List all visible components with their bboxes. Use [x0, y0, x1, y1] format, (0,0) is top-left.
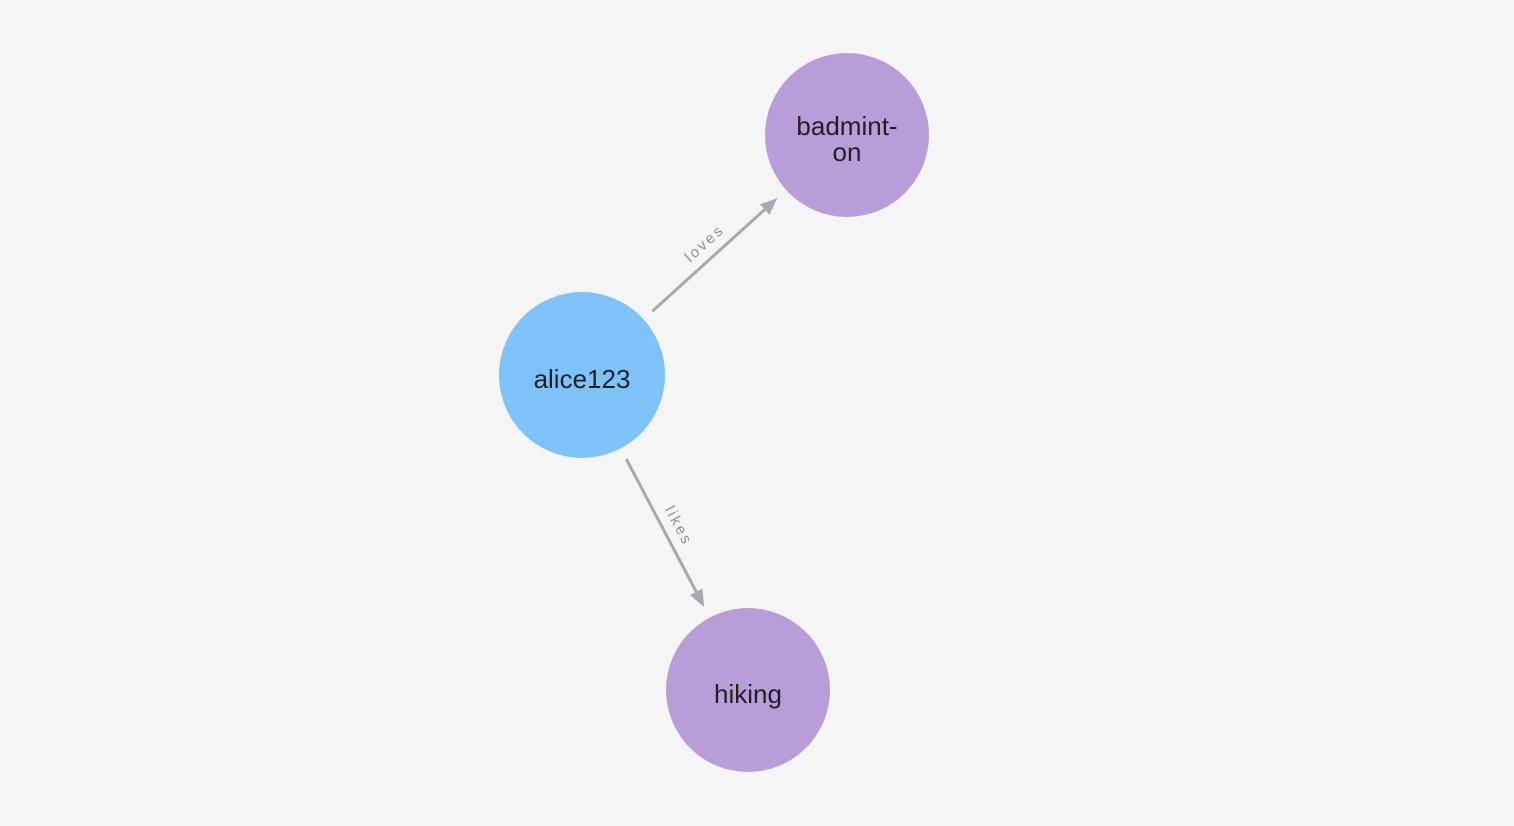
relationship-line-loves[interactable]: [651, 203, 771, 313]
node-circle-hiking[interactable]: [666, 608, 830, 772]
node-label: alice123: [534, 364, 631, 394]
node-hiking: hiking: [666, 608, 830, 772]
node-alice123: alice123: [499, 292, 665, 458]
relationship-arrowhead-icon: [760, 198, 778, 215]
node-label-line: hiking: [714, 679, 782, 709]
node-label-line: alice123: [534, 364, 631, 394]
relationship-arrowhead-icon: [690, 588, 705, 607]
node-label: badmint-on: [796, 111, 897, 167]
node-label-line: badmint-: [796, 111, 897, 141]
node-label-line: on: [833, 137, 862, 167]
node-circle-alice123[interactable]: [499, 292, 665, 458]
relationship-line-likes[interactable]: [624, 458, 701, 599]
relationship-likes: likes: [624, 458, 705, 607]
relationship-label[interactable]: loves: [681, 221, 728, 266]
node-badminton: badmint-on: [765, 53, 929, 217]
node-circle-badminton[interactable]: [765, 53, 929, 217]
relationship-label[interactable]: likes: [661, 503, 696, 549]
node-label: hiking: [714, 679, 782, 709]
relationship-loves: loves: [651, 198, 778, 313]
